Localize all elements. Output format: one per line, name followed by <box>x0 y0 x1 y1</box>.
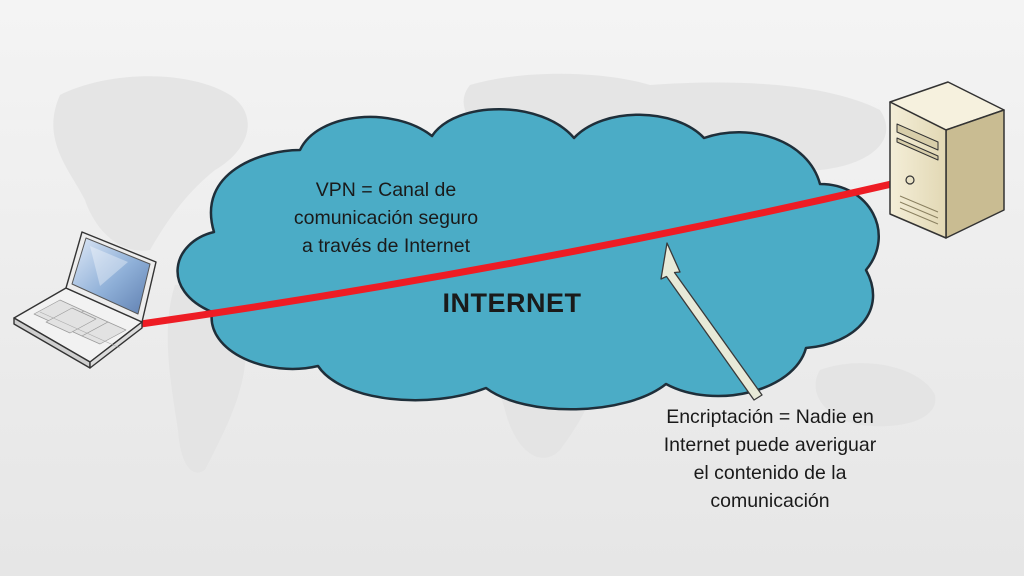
vpn-tunnel-line <box>130 179 900 329</box>
vpn-caption-line-2: comunicación seguro <box>293 207 479 229</box>
server-icon <box>889 81 1005 239</box>
vpn-caption-line-3: a través de Internet <box>301 235 471 257</box>
encryption-caption-line-3: el contenido de la <box>693 462 847 484</box>
vpn-caption-line-1: VPN = Canal de <box>315 179 457 201</box>
vpn-caption: VPN = Canal de comunicación seguro a tra… <box>268 176 504 260</box>
callout-arrow <box>660 242 763 401</box>
encryption-caption-line-1: Encriptación = Nadie en <box>666 406 874 428</box>
encryption-caption-line-2: Internet puede averiguar <box>663 434 877 456</box>
laptop-icon <box>13 231 157 369</box>
encryption-caption: Encriptación = Nadie en Internet puede a… <box>630 403 910 515</box>
cloud-label: INTERNET <box>442 288 582 318</box>
encryption-caption-line-4: comunicación <box>710 490 830 512</box>
